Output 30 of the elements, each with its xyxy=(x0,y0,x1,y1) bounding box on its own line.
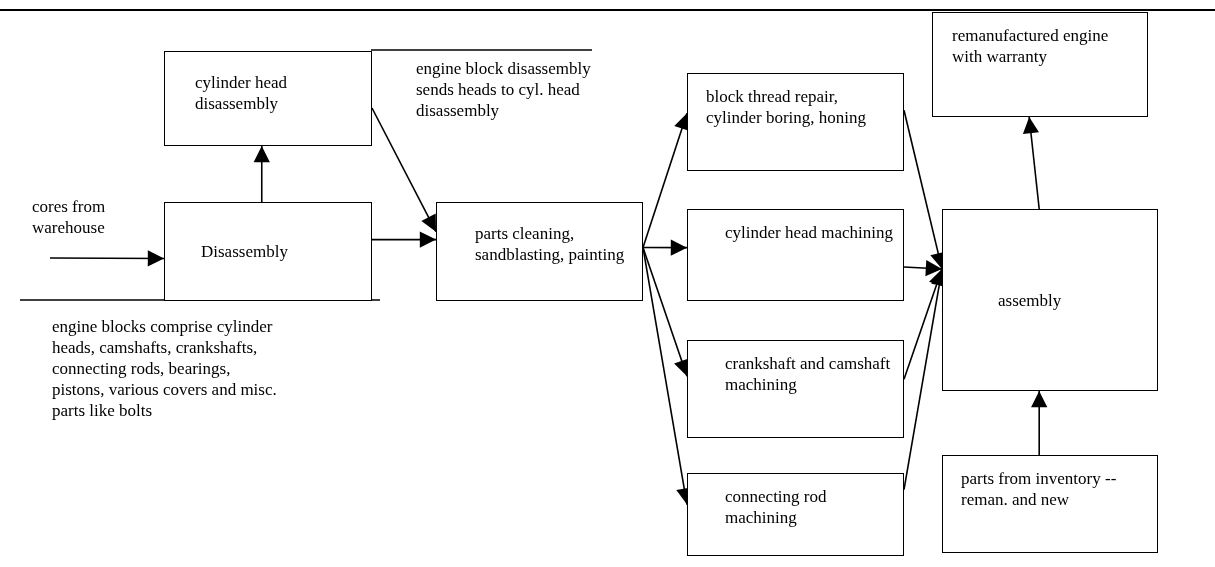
process-box xyxy=(436,202,643,301)
arrow xyxy=(371,231,437,248)
arrow xyxy=(903,260,943,277)
box-label: remanufactured engine with warranty xyxy=(952,25,1110,67)
box-label: crankshaft and camshaft machining xyxy=(725,353,892,395)
process-box xyxy=(932,12,1148,117)
box-label: cylinder head machining xyxy=(725,222,895,243)
process-box xyxy=(687,473,904,556)
process-box xyxy=(687,209,904,301)
box-label: parts cleaning, sandblasting, painting xyxy=(475,223,626,265)
process-box xyxy=(164,51,372,146)
arrow xyxy=(371,107,437,233)
arrow xyxy=(1031,390,1048,456)
arrow xyxy=(49,250,165,267)
process-box xyxy=(164,202,372,301)
process-box xyxy=(942,209,1158,391)
box-label: block thread repair, cylinder boring, honing xyxy=(706,86,868,128)
process-box xyxy=(687,340,904,438)
arrow xyxy=(1022,116,1040,210)
box-label: assembly xyxy=(998,289,1063,311)
box-label: parts from inventory -- reman. and new xyxy=(961,468,1118,510)
note-text: engine blocks comprise cylinder heads, camshafts, crankshafts, connecting rods, bearings, pistons, various covers and misc. parts like bolts xyxy=(52,316,278,421)
note-text: engine block disassembly sends heads to cyl. head disassembly xyxy=(416,58,592,121)
arrow xyxy=(642,239,688,256)
process-box xyxy=(687,73,904,171)
box-label: Disassembly xyxy=(201,241,289,262)
arrow xyxy=(253,145,270,203)
box-label: cylinder head disassembly xyxy=(195,72,289,114)
box-label: connecting rod machining xyxy=(725,486,828,528)
process-box xyxy=(942,455,1158,553)
